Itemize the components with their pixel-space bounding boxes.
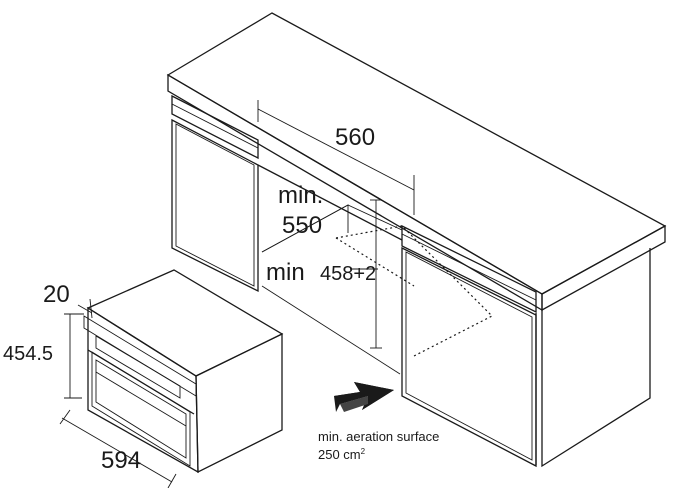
niche-height-prefix: min [266, 259, 305, 286]
niche-depth-prefix: min. [278, 182, 323, 209]
kitchen-cabinet [166, 12, 667, 468]
aeration-caption: min. aeration surface [318, 429, 439, 444]
oven-appliance [83, 269, 284, 474]
niche-height-label: 458+2 [320, 263, 376, 285]
appliance-width-label: 594 [101, 447, 141, 474]
aeration-value: 250 cm2 [318, 447, 366, 462]
appliance-dimension-lines [59, 298, 177, 488]
aeration-value-number: 250 cm [318, 447, 361, 462]
niche-depth-label: 550 [282, 212, 322, 239]
front-depth-label: 20 [43, 281, 70, 308]
aeration-value-superscript: 2 [361, 447, 366, 456]
appliance-height-label: 454.5 [3, 343, 53, 365]
airflow-arrow-icon [334, 382, 394, 412]
niche-width-label: 560 [335, 124, 375, 151]
